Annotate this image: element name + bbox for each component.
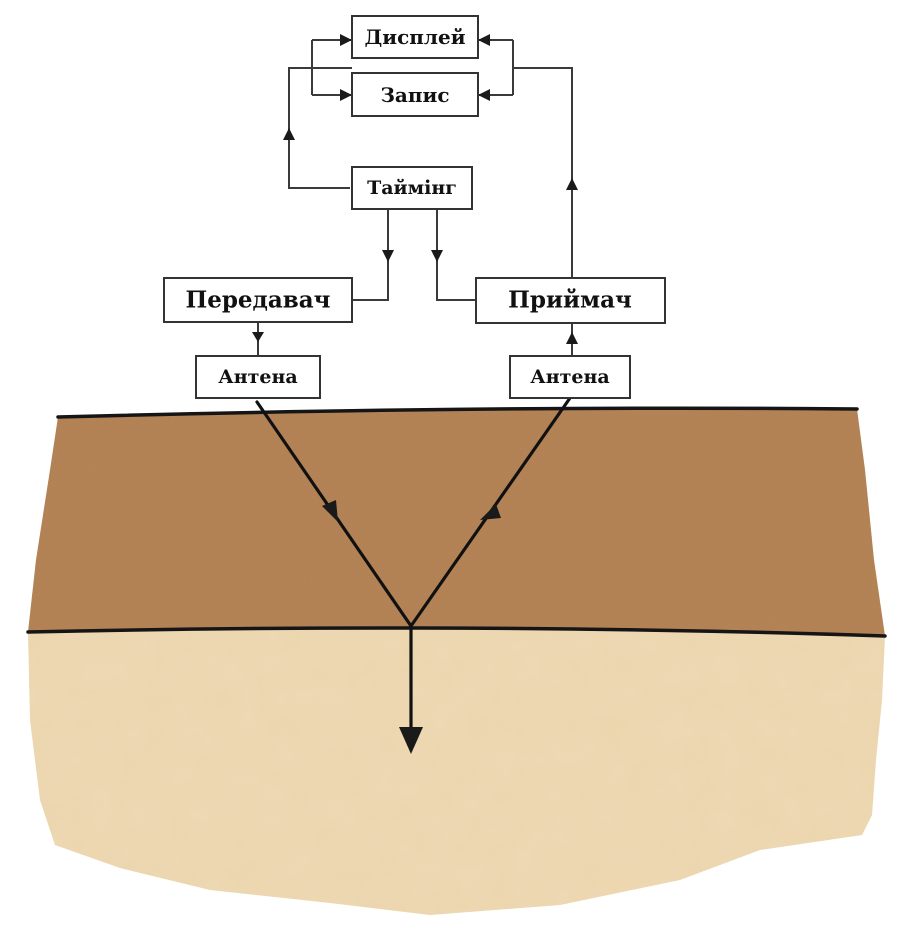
display-label: Дисплей [364,25,465,49]
lower-soil-layer [28,628,885,915]
transmitter-label: Передавач [185,287,330,314]
arrow-to-record-left [340,89,352,101]
antenna-rx-label: Антена [530,366,609,388]
arrow-up-to-receiver [566,332,578,344]
arrow-down-to-antenna-tx [252,332,264,342]
timing-label: Таймінг [367,177,457,199]
record-block: Запис [352,73,478,116]
arrow-up-left-wire [283,128,295,140]
display-block: Дисплей [352,16,478,58]
arrow-to-display-right [478,34,490,46]
upper-soil-layer [28,408,885,636]
timing-block: Таймінг [352,167,472,209]
arrow-to-record-right [478,89,490,101]
arrow-to-display-left [340,34,352,46]
record-label: Запис [380,83,449,107]
antenna-tx-block: Антена [196,356,320,398]
arrow-up-right-wire [566,178,578,190]
receiver-label: Приймач [508,287,632,314]
antenna-rx-block: Антена [510,356,630,398]
receiver-block: Приймач [476,278,665,323]
transmitter-block: Передавач [164,278,352,322]
antenna-tx-label: Антена [218,366,297,388]
arrow-down-to-receiver [431,250,443,262]
arrow-down-to-transmitter [382,250,394,262]
